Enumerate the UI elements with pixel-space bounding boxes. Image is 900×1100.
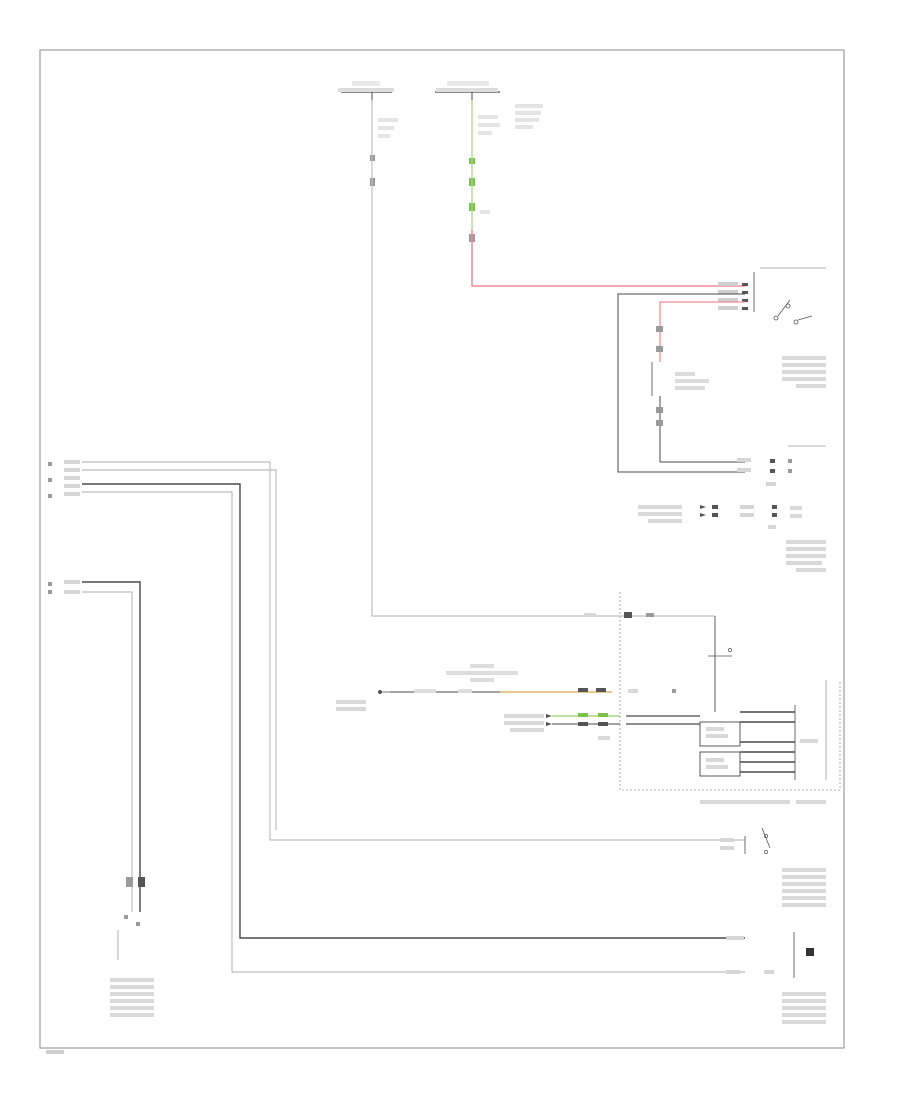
diagram-frame xyxy=(39,49,845,1049)
wire-gray-upper-3 xyxy=(82,491,745,973)
sensor-left-bottom xyxy=(110,877,154,1017)
wire-pink-feed xyxy=(471,230,745,287)
wire-gray-upper-1 xyxy=(82,461,745,841)
power-feed-left xyxy=(338,81,398,186)
wire-dark-upper xyxy=(82,483,745,939)
ground-left xyxy=(336,690,390,711)
component-lower-right-2 xyxy=(726,932,826,1024)
wire-dark-lower xyxy=(82,581,141,912)
connector-left-lower xyxy=(48,580,80,594)
component-upper-right xyxy=(718,267,826,447)
connector-block-fuel xyxy=(638,505,826,572)
connector-left-upper xyxy=(48,460,80,498)
sensor-fuel xyxy=(651,326,745,463)
power-feed-right xyxy=(435,81,543,242)
wire-pink-sensor xyxy=(659,301,745,362)
instrument-cluster-module xyxy=(584,592,841,804)
cluster-label-block xyxy=(414,664,676,693)
wire-gray-upper-2 xyxy=(82,469,277,830)
connector-pins-mid xyxy=(737,458,792,486)
component-lower-right-1 xyxy=(720,827,826,907)
cluster-lower-feeds xyxy=(504,705,818,780)
diagram-footer-id xyxy=(46,1050,64,1054)
wire-gray-lower xyxy=(82,591,133,912)
wire-dark-box xyxy=(617,293,745,473)
wire-gray-feed xyxy=(371,100,598,617)
